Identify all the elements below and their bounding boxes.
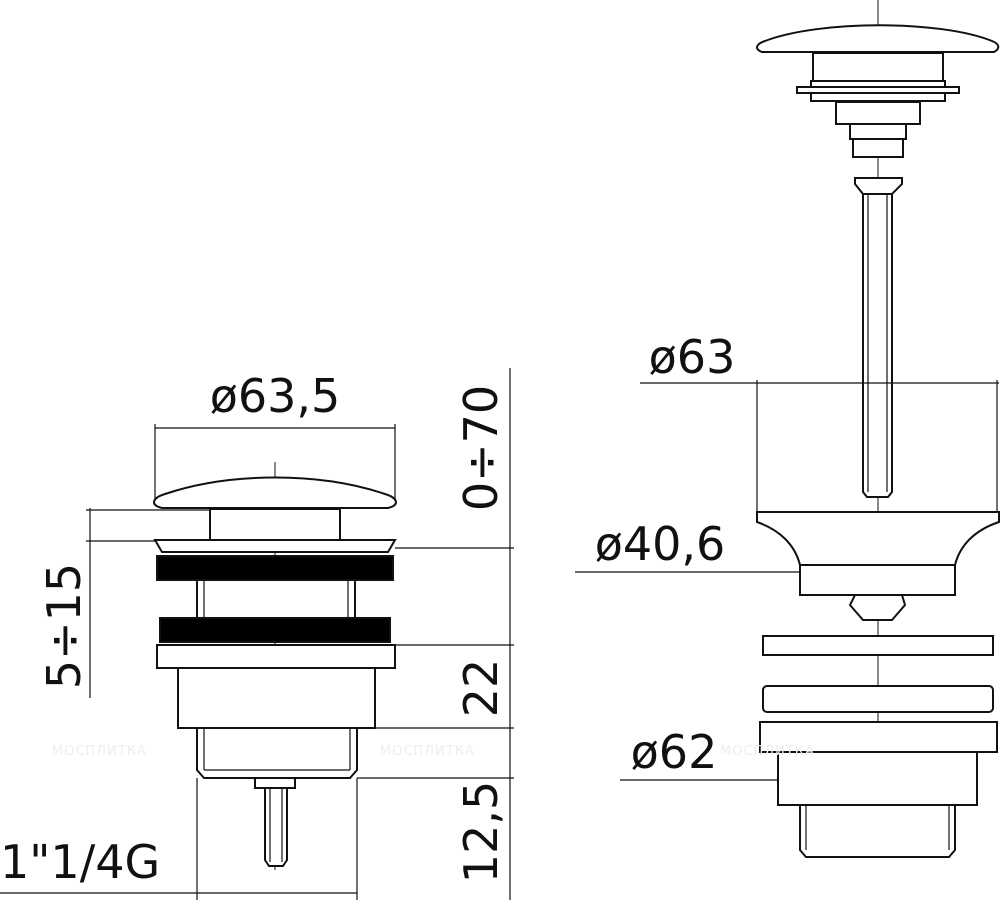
flange xyxy=(153,539,397,553)
flange xyxy=(756,511,1000,566)
lower-gasket xyxy=(159,617,391,643)
cap-washer xyxy=(796,86,960,94)
cap xyxy=(756,24,1000,53)
pin xyxy=(264,787,288,867)
dim-thread-size: 1"1/4G xyxy=(0,835,160,889)
flange-cone xyxy=(848,594,907,621)
watermark: МОСПЛИТКА xyxy=(52,744,147,759)
rod-head xyxy=(854,177,903,195)
watermarks: МОСПЛИТКА МОСПЛИТКА МОСПЛИТКА xyxy=(52,744,815,759)
watermark: МОСПЛИТКА xyxy=(380,744,475,759)
rod xyxy=(862,193,893,498)
watermark: МОСПЛИТКА xyxy=(720,744,815,759)
dim-lift-range: 0÷70 xyxy=(454,385,508,511)
right-exploded-view: ø63 ø40,6 ø62 xyxy=(575,0,1000,858)
body xyxy=(777,751,978,806)
upper-gasket xyxy=(156,555,394,581)
dim-body-diameter: ø62 xyxy=(631,725,718,779)
cap-step xyxy=(835,101,921,125)
body xyxy=(177,667,376,729)
gasket xyxy=(762,685,994,713)
left-assembled-view: ø63,5 0÷70 22 12,5 5÷15 1"1/4G xyxy=(0,368,514,900)
cap xyxy=(153,476,397,509)
cap-thread xyxy=(852,138,904,158)
dim-cap-diameter: ø63,5 xyxy=(210,369,341,423)
dim-thread-length: 12,5 xyxy=(454,781,508,883)
cap-stem xyxy=(812,52,944,82)
thread xyxy=(196,727,358,779)
body-tube xyxy=(196,579,356,619)
cap-step-2 xyxy=(849,123,907,140)
nut xyxy=(156,644,396,669)
washer xyxy=(762,635,994,656)
dim-nut-height: 22 xyxy=(454,659,508,718)
dim-flange-diameter: ø40,6 xyxy=(595,517,726,571)
thread xyxy=(799,804,956,858)
flange-body xyxy=(799,564,956,596)
dim-basin-thickness: 5÷15 xyxy=(37,563,91,689)
dim-cap-diameter: ø63 xyxy=(649,330,736,384)
cap-stem xyxy=(209,508,341,541)
pin-collar xyxy=(254,777,296,789)
